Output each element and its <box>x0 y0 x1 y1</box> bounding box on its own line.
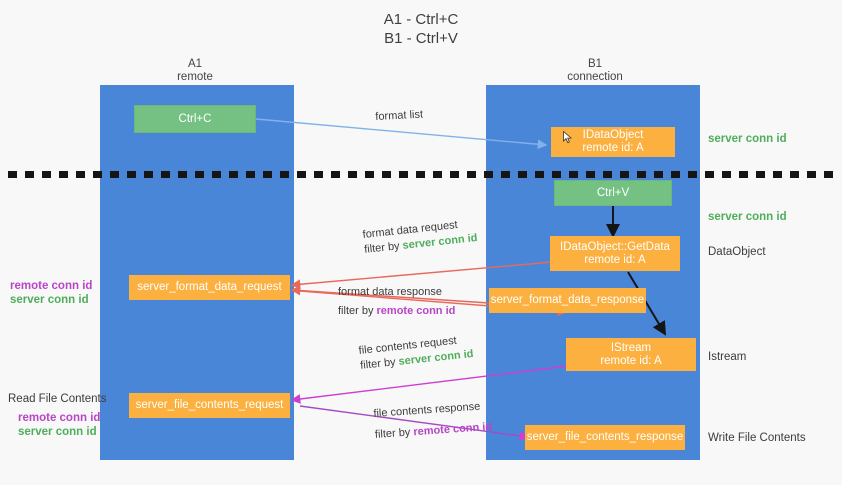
title-line-1: A1 - Ctrl+C <box>383 11 459 28</box>
edge-format-list <box>255 118 548 150</box>
filter-prefix: filter by <box>374 426 414 441</box>
right-label-write-file-contents: Write File Contents <box>708 432 806 444</box>
page-title: A1 - Ctrl+C B1 - Ctrl+V <box>0 10 842 48</box>
column-a1-name: A1 <box>187 58 203 70</box>
node-server-file-contents-response[interactable]: server_file_contents_response <box>525 425 685 450</box>
node-istream-line2: remote id: A <box>600 354 662 367</box>
node-server-format-data-request[interactable]: server_format_data_request <box>129 275 290 300</box>
node-ctrl-v[interactable]: Ctrl+V <box>554 180 672 206</box>
node-getdata-line1: IDataObject::GetData <box>560 240 670 253</box>
node-idataobject-getdata[interactable]: IDataObject::GetData remote id: A <box>550 236 680 271</box>
filter-prefix: filter by <box>363 239 404 256</box>
edge-label-format-data-response-filter: filter by remote conn id <box>338 304 455 319</box>
right-label-server-conn-id-2: server conn id <box>708 211 787 223</box>
node-ctrl-c[interactable]: Ctrl+C <box>134 105 256 133</box>
node-istream[interactable]: IStream remote id: A <box>566 338 696 371</box>
column-header-b1: B1 connection <box>490 58 700 84</box>
filter-prefix: filter by <box>359 355 400 372</box>
node-getdata-line2: remote id: A <box>584 253 646 266</box>
left-label-server-conn-id-1: server conn id <box>10 294 89 306</box>
edge-label-format-list: format list <box>375 108 424 123</box>
column-b1-sub: connection <box>567 71 623 83</box>
node-ctrl-v-label: Ctrl+V <box>596 186 630 199</box>
title-line-2: B1 - Ctrl+V <box>384 30 458 47</box>
node-ctrl-c-label: Ctrl+C <box>178 112 212 125</box>
edge-format-data-request <box>290 261 553 290</box>
node-server-format-data-response-label: server_format_data_response <box>490 294 645 306</box>
mouse-cursor-icon <box>563 131 573 144</box>
column-header-a1: A1 remote <box>100 58 290 84</box>
edge-getdata-istream <box>627 271 667 336</box>
node-idataobject-line1: IDataObject <box>582 129 644 141</box>
column-a1-sub: remote <box>177 71 213 83</box>
edge-file-contents-response <box>299 405 530 441</box>
node-idataobject-line2: remote id: A <box>582 142 644 154</box>
left-label-remote-conn-id-2: remote conn id <box>18 412 101 424</box>
node-istream-line1: IStream <box>610 341 652 354</box>
phase-separator-dashed-line <box>8 171 834 178</box>
left-label-read-file-contents: Read File Contents <box>8 393 107 405</box>
column-b1-name: B1 <box>587 58 603 70</box>
right-label-dataobject: DataObject <box>708 246 766 258</box>
left-label-server-conn-id-2: server conn id <box>18 426 97 438</box>
node-idataobject[interactable]: IDataObject remote id: A <box>551 127 675 157</box>
right-label-server-conn-id-1: server conn id <box>708 133 787 145</box>
node-server-file-contents-request[interactable]: server_file_contents_request <box>129 393 290 418</box>
edge-format-data-response <box>290 285 490 304</box>
node-server-format-data-request-label: server_format_data_request <box>137 281 282 293</box>
node-server-format-data-response[interactable]: server_format_data_response <box>489 288 646 313</box>
node-server-file-contents-request-label: server_file_contents_request <box>135 399 284 411</box>
edge-file-contents-request <box>290 365 569 404</box>
node-server-file-contents-response-label: server_file_contents_response <box>526 431 684 443</box>
filter-prefix: filter by <box>338 305 377 317</box>
filter-value-remote-conn-id: remote conn id <box>376 305 456 317</box>
edge-label-format-data-response-line1: format data response <box>338 286 442 298</box>
left-label-remote-conn-id-1: remote conn id <box>10 280 93 292</box>
edge-label-format-data-response: format data response filter by remote co… <box>338 285 455 319</box>
right-label-istream: Istream <box>708 351 747 363</box>
